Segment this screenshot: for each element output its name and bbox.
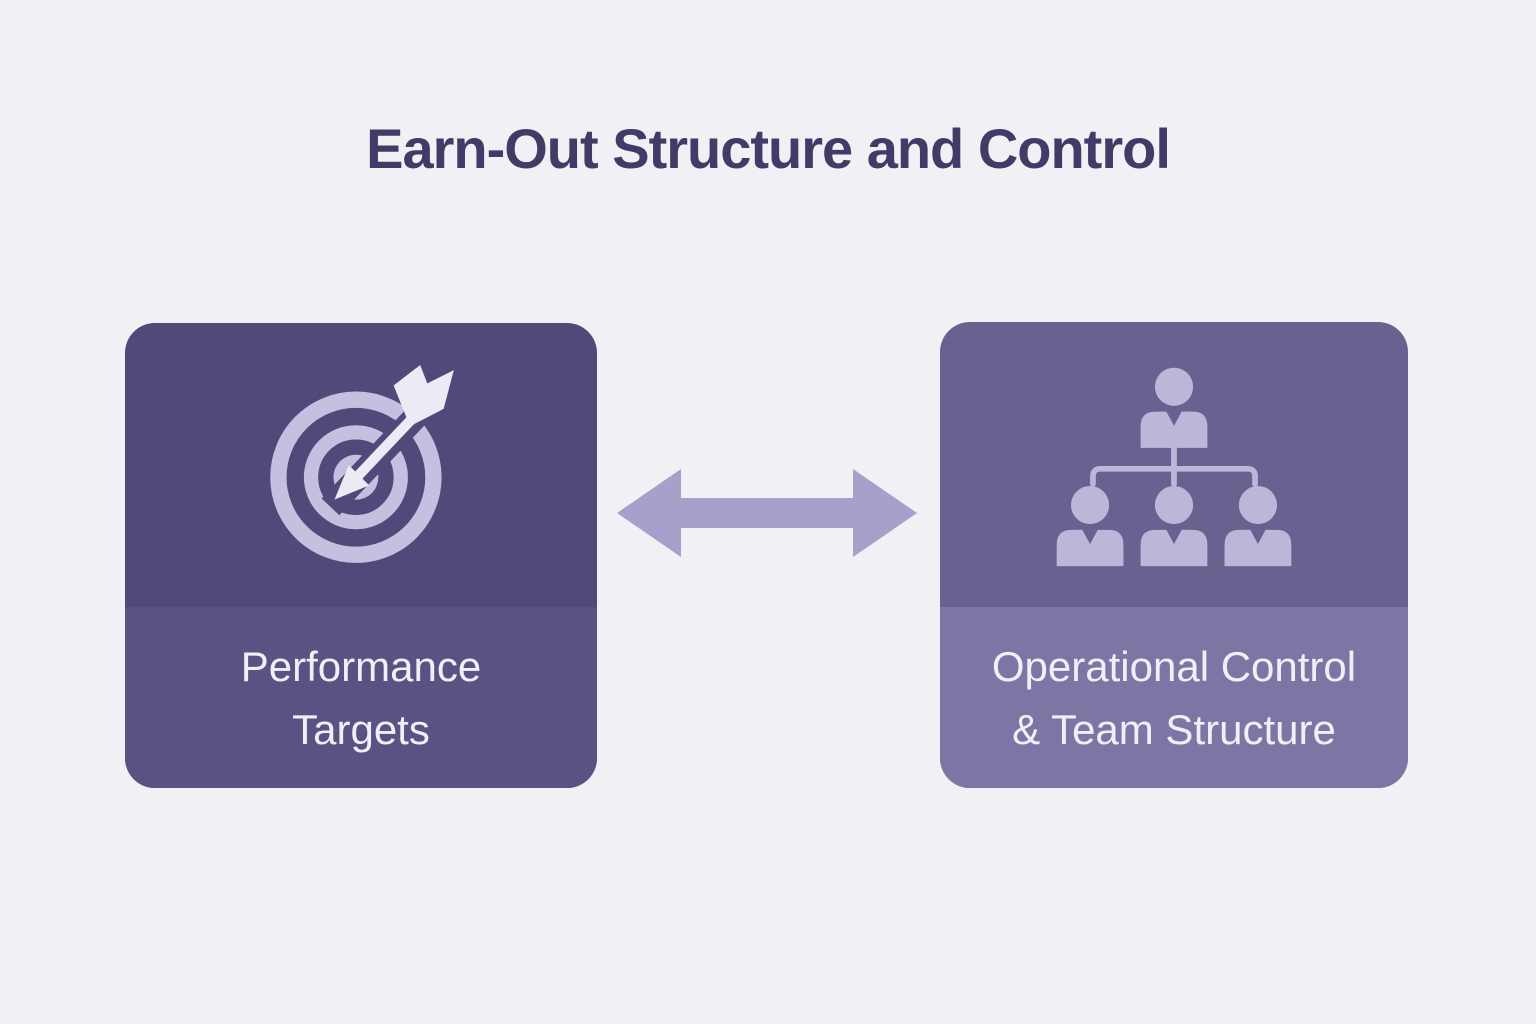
card-label: Performance Targets xyxy=(241,635,481,761)
card-performance-targets: Performance Targets xyxy=(125,323,597,788)
double-arrow-connector xyxy=(617,469,917,557)
card-label: Operational Control & Team Structure xyxy=(992,635,1356,761)
card-icon-area xyxy=(940,322,1408,607)
card-label-line: Performance xyxy=(240,642,482,690)
card-operational-control: Operational Control & Team Structure xyxy=(940,322,1408,788)
card-label-line: Targets xyxy=(292,705,430,753)
page-title: Earn-Out Structure and Control xyxy=(366,117,1171,180)
card-label-band: Performance Targets xyxy=(125,607,597,788)
card-label-line: Operational Control xyxy=(991,642,1357,690)
card-icon-area xyxy=(125,323,597,607)
target-arrow-icon xyxy=(270,365,454,563)
card-label-line: & Team Structure xyxy=(1012,705,1336,753)
org-chart-icon xyxy=(1056,367,1292,566)
card-label-band: Operational Control & Team Structure xyxy=(940,607,1408,788)
